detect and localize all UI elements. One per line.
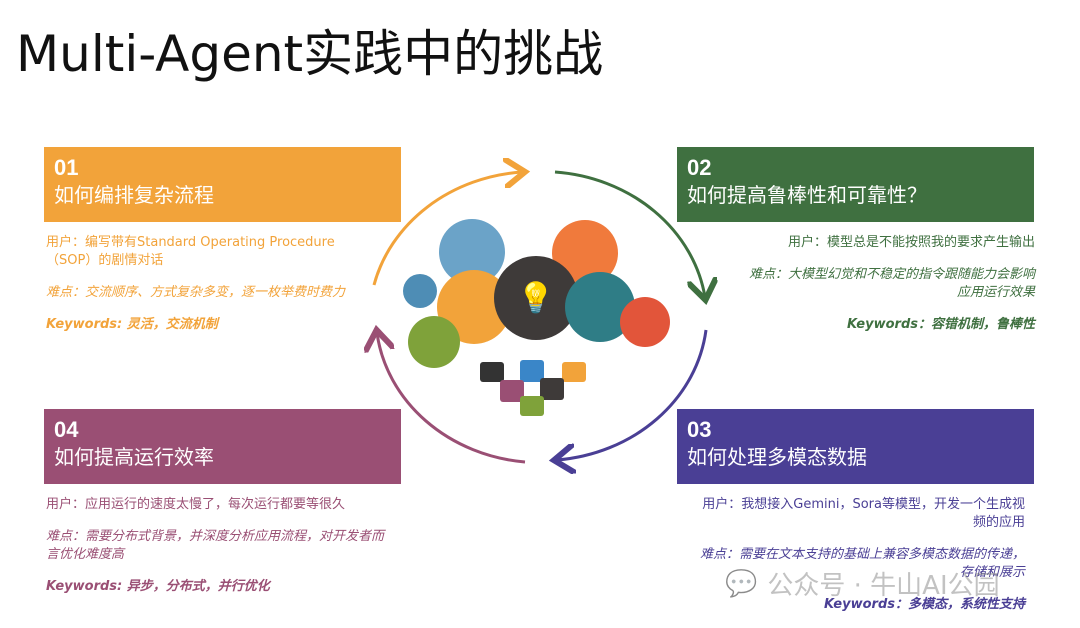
icon-cluster: 💡 (403, 219, 670, 416)
user-text: 用户：编写带有Standard Operating Procedure（SOP）… (46, 235, 335, 268)
difficulty-text: 难点：大模型幻觉和不稳定的指令跟随能力会影响应用运行效果 (748, 267, 1035, 300)
watermark-text: 公众号 · 牛山AI公园 (767, 571, 1000, 601)
card-02-body: 用户：模型总是不能按照我的要求产生输出 难点：大模型幻觉和不稳定的指令跟随能力会… (740, 234, 1035, 348)
page-title: Multi-Agent实践中的挑战 (16, 25, 604, 83)
card-number: 03 (687, 417, 712, 442)
keywords-text: Keywords：多模态，系统性支持 (823, 597, 1025, 612)
user-text: 用户：模型总是不能按照我的要求产生输出 (787, 235, 1035, 250)
card-01-header: 01 如何编排复杂流程 (44, 147, 401, 222)
difficulty-text: 难点：需要分布式背景，并深度分析应用流程，对开发者而言优化难度高 (46, 529, 385, 562)
card-heading: 如何提高运行效率 (54, 445, 214, 469)
wechat-icon: 💬 (725, 568, 758, 599)
difficulty-text: 难点：交流顺序、方式复杂多变，逐一枚举费时费力 (46, 285, 346, 300)
arrow-mauve (377, 333, 526, 464)
arrow-purple (557, 329, 708, 460)
card-04-body: 用户：应用运行的速度太慢了，每次运行都要等很久 难点：需要分布式背景，并深度分析… (46, 496, 396, 610)
keywords-text: Keywords：容错机制，鲁棒性 (846, 317, 1035, 332)
card-number: 02 (687, 155, 712, 180)
difficulty-text: 难点：需要在文本支持的基础上兼容多模态数据的传递，存储和展示 (699, 547, 1025, 580)
card-number: 01 (54, 155, 79, 180)
arrow-orange (372, 172, 522, 286)
svg-text:💡: 💡 (517, 280, 554, 316)
card-03-body: 用户：我想接入Gemini，Sora等模型，开发一个生成视频的应用 难点：需要在… (690, 496, 1025, 628)
card-01-body: 用户：编写带有Standard Operating Procedure（SOP）… (46, 234, 376, 348)
card-number: 04 (54, 417, 79, 442)
card-03-header: 03 如何处理多模态数据 (677, 409, 1034, 484)
keywords-text: Keywords: 异步，分布式，并行优化 (46, 579, 270, 594)
card-heading: 如何处理多模态数据 (687, 445, 867, 469)
watermark: 💬 公众号 · 牛山AI公园 (725, 565, 1000, 602)
card-heading: 如何提高鲁棒性和可靠性？ (687, 183, 927, 207)
card-heading: 如何编排复杂流程 (54, 183, 214, 207)
arrow-green (554, 170, 705, 297)
card-02-header: 02 如何提高鲁棒性和可靠性？ (677, 147, 1034, 222)
keywords-text: Keywords: 灵活，交流机制 (46, 317, 218, 332)
user-text: 用户：应用运行的速度太慢了，每次运行都要等很久 (46, 497, 346, 512)
user-text: 用户：我想接入Gemini，Sora等模型，开发一个生成视频的应用 (702, 497, 1025, 530)
card-04-header: 04 如何提高运行效率 (44, 409, 401, 484)
